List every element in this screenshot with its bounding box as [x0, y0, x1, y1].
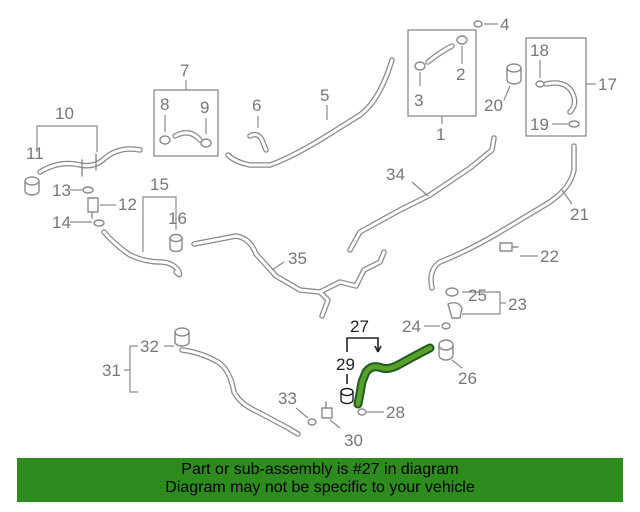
fitting-30	[321, 401, 333, 419]
hose-27-highlighted[interactable]	[353, 343, 435, 409]
callout-28[interactable]: 28	[386, 403, 405, 422]
banner-line-disclaimer: Diagram may not be specific to your vehi…	[165, 479, 475, 496]
part-group-20: 20	[484, 63, 522, 115]
hose-10	[37, 146, 143, 175]
clip-33	[307, 418, 317, 426]
part-group-11: 11	[24, 144, 44, 196]
part-group-27: 27 29 28	[336, 317, 435, 422]
callout-6[interactable]: 6	[252, 96, 261, 115]
clamp-25a	[445, 287, 459, 297]
callout-2[interactable]: 2	[456, 65, 465, 84]
pipe-15	[101, 229, 183, 278]
clamp-2	[456, 35, 468, 45]
clamp-13	[82, 186, 94, 194]
callout-30[interactable]: 30	[344, 431, 363, 450]
hose-10-clamps	[81, 153, 97, 177]
callout-33[interactable]: 33	[278, 389, 297, 408]
callout-16[interactable]: 16	[168, 209, 187, 228]
callout-22[interactable]: 22	[540, 247, 559, 266]
bracket-15	[142, 196, 177, 252]
part-group-17: 17 18 19	[525, 37, 617, 137]
clip-28	[357, 408, 367, 416]
clamp-9	[200, 138, 212, 148]
callout-25[interactable]: 25	[468, 286, 487, 305]
callout-19[interactable]: 19	[530, 115, 549, 134]
callout-20[interactable]: 20	[484, 96, 503, 115]
part-group-22: 22	[499, 242, 559, 266]
callout-21[interactable]: 21	[570, 205, 589, 224]
cap-16	[169, 237, 183, 253]
clamp-8	[159, 135, 171, 145]
pipe-34	[347, 135, 497, 253]
cap-26	[438, 344, 454, 361]
clamp-18	[535, 80, 545, 88]
callout-14[interactable]: 14	[52, 213, 71, 232]
callout-8[interactable]: 8	[160, 95, 169, 114]
callout-3[interactable]: 3	[414, 91, 423, 110]
part-group-30: 30	[321, 401, 363, 450]
callout-9[interactable]: 9	[200, 98, 209, 117]
part-group-33: 33	[278, 389, 317, 426]
clamp-14	[93, 219, 105, 227]
part-group-23: 23 25 24 26	[402, 286, 527, 388]
cap-11	[24, 180, 40, 196]
part-group-16: 16	[168, 209, 187, 253]
clamp-3	[414, 61, 426, 71]
cap-29	[340, 391, 354, 405]
clip-24	[441, 322, 451, 330]
callout-23[interactable]: 23	[508, 295, 527, 314]
clamp-19	[568, 120, 580, 128]
part-group-13: 13	[52, 181, 94, 200]
fitting-25b	[447, 301, 463, 319]
banner-line-part: Part or sub-assembly is #27 in diagram	[181, 461, 459, 478]
callout-34[interactable]: 34	[386, 165, 405, 184]
bracket-10	[36, 125, 98, 152]
callout-17[interactable]: 17	[598, 75, 617, 94]
callout-10[interactable]: 10	[55, 104, 74, 123]
callout-35[interactable]: 35	[288, 249, 307, 268]
callout-1[interactable]: 1	[436, 125, 445, 144]
cap-11-top	[24, 176, 40, 186]
callout-7[interactable]: 7	[180, 61, 189, 80]
part-group-10: 10	[36, 104, 143, 177]
bracket-27	[346, 337, 379, 352]
part-group-21: 21	[428, 143, 589, 291]
callout-32[interactable]: 32	[140, 337, 159, 356]
callout-24[interactable]: 24	[402, 317, 421, 336]
part-group-14: 14	[52, 213, 105, 232]
part-group-34: 34	[347, 135, 497, 253]
callout-13[interactable]: 13	[52, 181, 71, 200]
part-group-12: 12	[87, 195, 137, 219]
callout-4[interactable]: 4	[500, 15, 509, 34]
callout-5[interactable]: 5	[320, 86, 329, 105]
part-group-5: 5	[225, 57, 395, 168]
cap-20	[506, 67, 522, 85]
pipe-35	[191, 233, 387, 319]
box-17	[525, 37, 587, 137]
fitting-12	[87, 197, 99, 219]
callout-15[interactable]: 15	[150, 175, 169, 194]
part-group-6: 6	[247, 96, 269, 153]
callout-18[interactable]: 18	[530, 41, 549, 60]
clip-4	[473, 20, 483, 28]
bracket-31	[124, 345, 138, 393]
pipe-21	[428, 143, 577, 291]
part-group-31: 31 32	[102, 327, 301, 437]
part-group-15: 15	[101, 175, 183, 278]
box-7	[153, 89, 219, 157]
fitting-22	[499, 242, 519, 252]
callout-27[interactable]: 27	[350, 317, 369, 336]
part-group-7: 7 8 9	[153, 61, 219, 157]
part-info-banner: Part or sub-assembly is #27 in diagram D…	[17, 458, 623, 502]
callout-11[interactable]: 11	[26, 144, 44, 163]
part-group-1: 1 2 3 4	[407, 15, 509, 144]
callout-31[interactable]: 31	[102, 361, 121, 380]
cap-32	[174, 331, 190, 347]
callout-26[interactable]: 26	[458, 369, 477, 388]
callout-29[interactable]: 29	[336, 355, 355, 374]
part-group-35: 35	[191, 233, 387, 319]
callout-12[interactable]: 12	[118, 195, 137, 214]
